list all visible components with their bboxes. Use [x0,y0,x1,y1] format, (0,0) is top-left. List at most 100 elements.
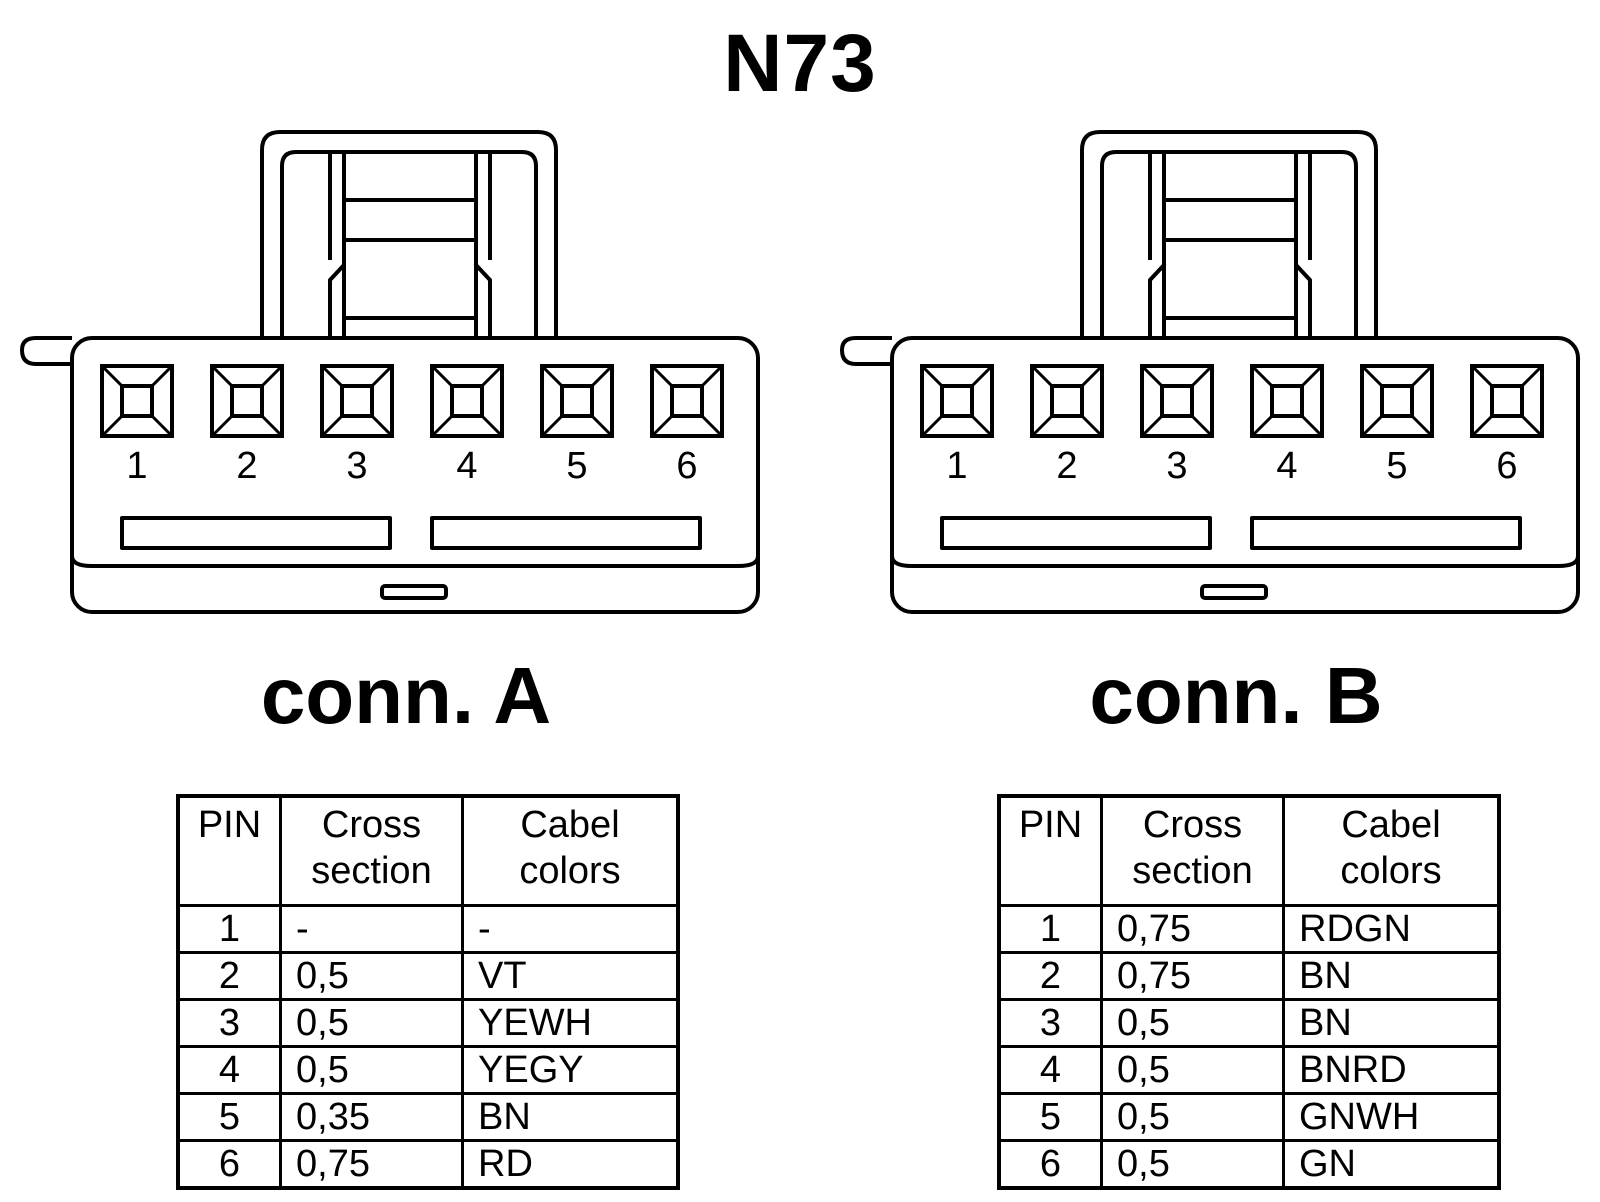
cross-section-cell: 0,75 [1100,951,1285,1001]
latch-inner [280,150,538,338]
cable-color-cell: BN [1282,998,1501,1048]
cross-section-cell: 0,75 [279,1139,464,1190]
header-colors-line1: Cabel [1341,804,1441,846]
cross-section-cell: 0,5 [1100,998,1285,1048]
cross-section-cell: 0,35 [279,1092,464,1142]
pin-number-label: 6 [676,445,697,487]
cross-section-cell: 0,5 [279,951,464,1001]
pin-cell: 1 [176,904,282,954]
cross-section-cell: - [279,904,464,954]
cross-section-cell: 0,75 [1100,904,1285,954]
pin-number-label: 2 [1056,445,1077,487]
pin-cell: 4 [997,1045,1103,1095]
cross-section-cell: 0,5 [279,998,464,1048]
pin-number-label: 1 [126,445,147,487]
pin-cell: 5 [997,1092,1103,1142]
header-cabel-colors: Cabel colors [1282,794,1501,907]
pin-cavity-6 [650,364,724,438]
pin-cell: 4 [176,1045,282,1095]
cable-color-cell: BN [461,1092,680,1142]
connector-a-title: conn. A [260,651,552,740]
latch-outer [260,130,558,338]
connector-body [890,336,1580,614]
cable-color-cell: GNWH [1282,1092,1501,1142]
pin-cavity-5 [1360,364,1434,438]
header-colors-line2: colors [519,850,621,892]
pin-number-label: 1 [946,445,967,487]
pin-cell: 6 [997,1139,1103,1190]
side-tab [20,336,72,366]
cable-color-cell: YEWH [461,998,680,1048]
pin-cavity-3 [320,364,394,438]
pin-cavity-1 [920,364,994,438]
pin-cavity-2 [1030,364,1104,438]
table-row: 1-- [176,904,680,954]
pin-cell: 5 [176,1092,282,1142]
pin-cell: 3 [997,998,1103,1048]
pin-number-label: 3 [1166,445,1187,487]
pin-cavity-4 [1250,364,1324,438]
header-cross-line1: Cross [321,804,422,846]
pin-number-label: 6 [1496,445,1517,487]
header-cross-line2: section [1132,850,1253,892]
pin-cell: 1 [997,904,1103,954]
header-colors-line2: colors [1340,850,1442,892]
table-header-row: PIN Cross section Cabel colors [176,794,680,907]
header-cross-section: Cross section [279,794,464,907]
header-cross-line2: section [311,850,432,892]
header-pin: PIN [176,794,282,907]
pin-number-label: 3 [346,445,367,487]
pin-number-label: 5 [566,445,587,487]
connector-b-title: conn. B [1089,651,1383,740]
table-header-row: PIN Cross section Cabel colors [997,794,1501,907]
latch-outer [1080,130,1378,338]
pin-cavity-1 [100,364,174,438]
connector-a-drawing: 1 2 3 4 5 6 [20,130,760,614]
cable-color-cell: RDGN [1282,904,1501,954]
cable-color-cell: RD [461,1139,680,1190]
pin-cell: 3 [176,998,282,1048]
pin-cavity-2 [210,364,284,438]
pin-number-label: 4 [1276,445,1297,487]
pin-cavity-5 [540,364,614,438]
cable-color-cell: GN [1282,1139,1501,1190]
cable-color-cell: - [461,904,680,954]
pin-cavity-6 [1470,364,1544,438]
connector-body [70,336,760,614]
pin-cavity-3 [1140,364,1214,438]
pin-cell: 2 [997,951,1103,1001]
cable-color-cell: BN [1282,951,1501,1001]
cross-section-cell: 0,5 [1100,1045,1285,1095]
pin-number-label: 2 [236,445,257,487]
diagram-title: N73 [723,18,877,109]
header-cross-line1: Cross [1142,804,1243,846]
latch-inner [1100,150,1358,338]
header-cabel-colors: Cabel colors [461,794,680,907]
side-tab [840,336,892,366]
header-colors-line1: Cabel [520,804,620,846]
pin-number-label: 4 [456,445,477,487]
cable-color-cell: BNRD [1282,1045,1501,1095]
cable-color-cell: VT [461,951,680,1001]
cable-color-cell: YEGY [461,1045,680,1095]
pin-cell: 2 [176,951,282,1001]
cross-section-cell: 0,5 [279,1045,464,1095]
cross-section-cell: 0,5 [1100,1092,1285,1142]
pin-cell: 6 [176,1139,282,1190]
pin-cavity-4 [430,364,504,438]
header-cross-section: Cross section [1100,794,1285,907]
